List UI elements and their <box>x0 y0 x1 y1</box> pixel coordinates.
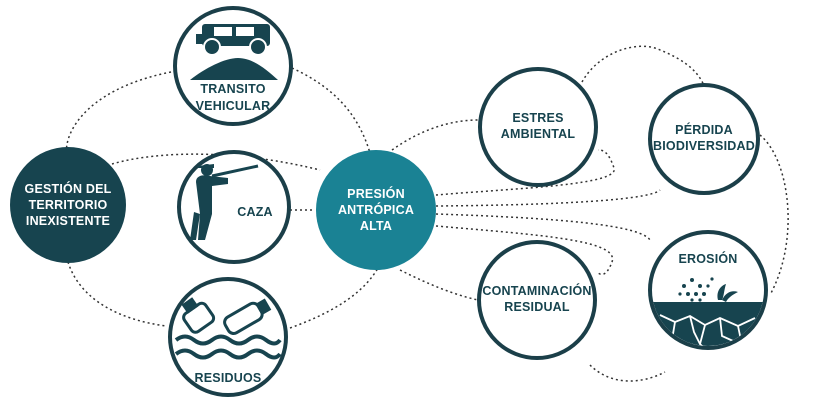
transito-label-line2: VEHICULAR <box>196 99 271 113</box>
node-transito-vehicular: TRANSITO VEHICULAR <box>173 6 293 126</box>
node-estres-ambiental: ESTRES AMBIENTAL <box>478 67 598 187</box>
perdida-label-line1: PÉRDIDA <box>675 122 733 137</box>
connector-estres-perdida-top <box>581 45 706 89</box>
connector-presion-loop-2 <box>435 189 661 207</box>
node-presion-antropica: PRESIÓN ANTRÓPICA ALTA <box>316 150 436 270</box>
connector-gestion-caza <box>111 153 321 171</box>
contaminacion-label-line1: CONTAMINACIÓN <box>482 283 591 298</box>
contaminacion-circle <box>477 240 597 360</box>
contaminacion-label-line2: RESIDUAL <box>504 300 570 314</box>
erosion-label: EROSIÓN <box>678 251 737 266</box>
connector-residuos-presion <box>289 267 379 329</box>
node-erosion: EROSIÓN <box>648 230 768 350</box>
node-residuos: RESIDUOS <box>168 277 288 397</box>
caza-label: CAZA <box>237 205 273 219</box>
estres-label-line2: AMBIENTAL <box>501 127 576 141</box>
connector-presion-contaminacion <box>399 269 479 301</box>
connector-contaminacion-erosion <box>589 364 666 382</box>
node-caza: CAZA <box>177 150 291 264</box>
perdida-label-line2: BIODIVERSIDAD <box>653 139 755 153</box>
transito-label-line1: TRANSITO <box>200 82 265 96</box>
presion-label-line2: ANTRÓPICA <box>338 202 414 217</box>
connector-presion-estres <box>391 119 479 151</box>
residuos-label: RESIDUOS <box>195 371 262 385</box>
floating-bottles-icon <box>174 297 282 360</box>
connector-perdida-erosion <box>759 134 789 296</box>
connector-presion-loop-4 <box>435 225 614 276</box>
node-gestion-territorio: GESTIÓN DEL TERRITORIO INEXISTENTE <box>10 147 126 263</box>
hunter-with-rifle-icon <box>190 164 259 240</box>
connector-transito-presion <box>291 67 371 154</box>
node-perdida-biodiversidad: PÉRDIDA BIODIVERSIDAD <box>648 83 760 195</box>
connector-presion-loop-3 <box>435 213 651 241</box>
perdida-circle <box>648 83 760 195</box>
gestion-label-line3: INEXISTENTE <box>26 214 110 228</box>
gestion-circle <box>10 147 126 263</box>
gestion-label-line1: GESTIÓN DEL <box>25 181 112 196</box>
connector-outer-ellipse <box>65 71 172 161</box>
node-contaminacion-residual: CONTAMINACIÓN RESIDUAL <box>477 240 597 360</box>
estres-label-line1: ESTRES <box>512 111 563 125</box>
jeep-on-mound-icon <box>190 24 278 80</box>
gestion-label-line2: TERRITORIO <box>29 198 108 212</box>
presion-label-line1: PRESIÓN <box>347 186 405 201</box>
presion-label-line3: ALTA <box>360 219 392 233</box>
estres-circle <box>478 67 598 187</box>
connector-outer-ellipse-bottom <box>67 261 167 327</box>
presion-circle <box>316 150 436 270</box>
